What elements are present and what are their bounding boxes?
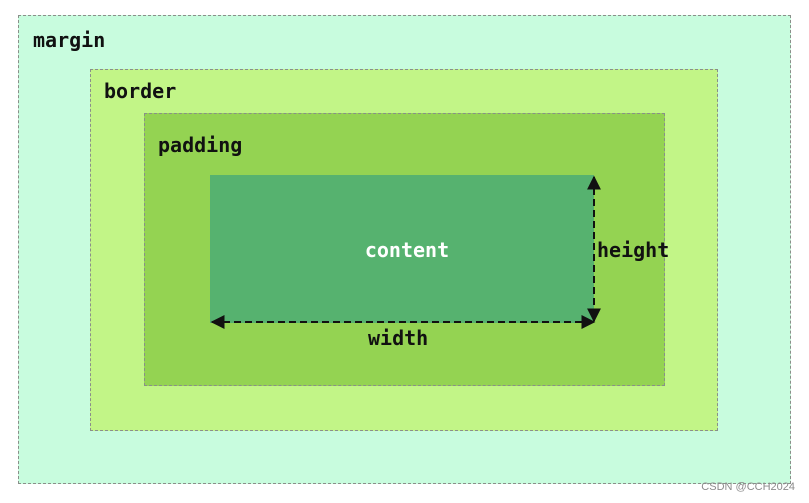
padding-label: padding bbox=[158, 133, 243, 157]
margin-label: margin bbox=[33, 28, 106, 52]
watermark-text: CSDN @CCH2024 bbox=[701, 481, 795, 493]
height-label: height bbox=[597, 238, 670, 262]
content-label: content bbox=[364, 238, 450, 262]
border-label: border bbox=[104, 79, 177, 103]
content-box bbox=[210, 175, 594, 323]
width-label: width bbox=[368, 326, 429, 350]
